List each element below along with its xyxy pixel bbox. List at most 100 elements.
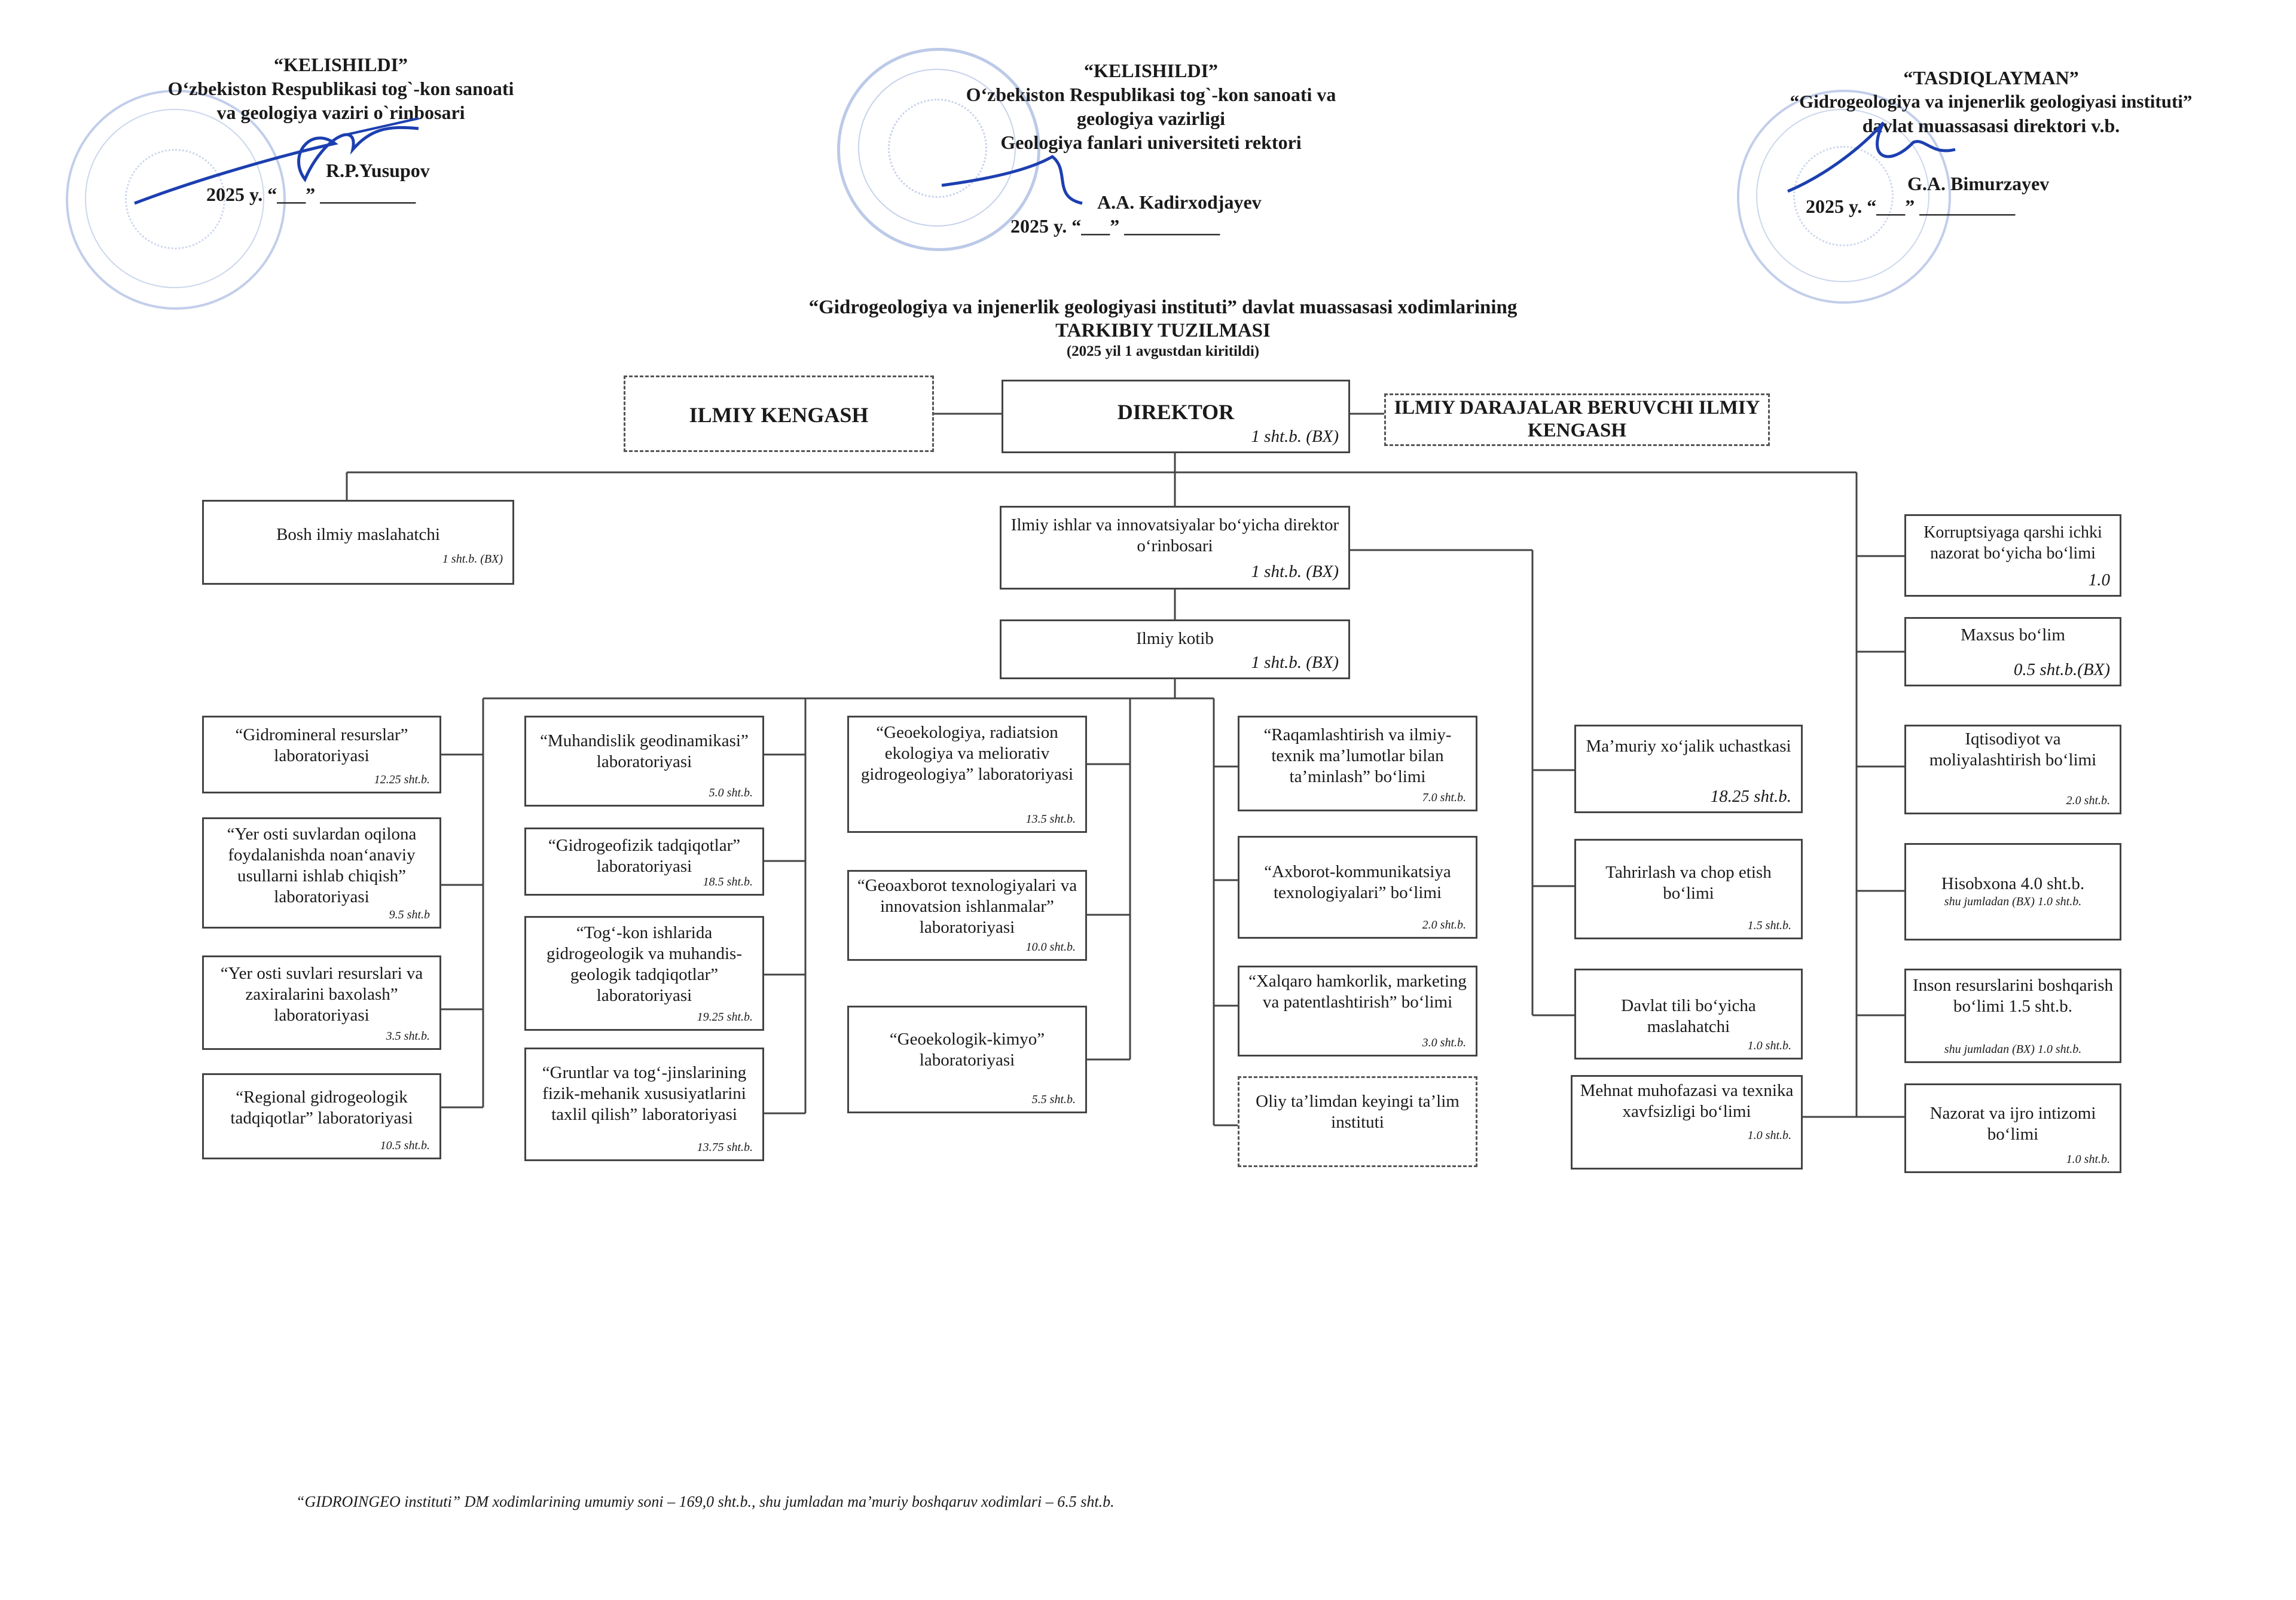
document-title: “Gidrogeologiya va injenerlik geologiyas… xyxy=(568,295,1758,361)
lab-box: “Geoekologik-kimyo” laboratoriyasi 5.5 s… xyxy=(847,1006,1087,1113)
service-unit-box: Nazorat va ijro intizomi bo‘limi 1.0 sht… xyxy=(1904,1083,2121,1173)
admin-unit-label: Tahrirlash va chop etish bo‘limi xyxy=(1605,863,1772,903)
director-label: DIREKTOR xyxy=(1117,400,1235,424)
stamp-seal-3 xyxy=(1737,90,1951,304)
deputy-director-label: Ilmiy ishlar va innovatsiyalar bo‘yicha … xyxy=(1010,515,1339,555)
service-unit-box: Inson resurslarini boshqarish bo‘limi 1.… xyxy=(1904,969,2121,1063)
lab-sht: 18.5 sht.b. xyxy=(703,875,753,888)
footer-note: “GIDROINGEO instituti” DM xodimlarining … xyxy=(296,1493,1115,1510)
admin-unit-label: Mehnat muhofazasi va texnika xavfsizligi… xyxy=(1580,1081,1794,1121)
lab-box: “Geoekologiya, radiatsion ekologiya va m… xyxy=(847,716,1087,833)
service-unit-sht: 1.0 xyxy=(2088,570,2110,590)
approval-heading: “KELISHILDI” xyxy=(1083,60,1219,81)
lab-label: “Geoekologik-kimyo” laboratoriyasi xyxy=(889,1030,1045,1070)
signer-name: G.A. Bimurzayev xyxy=(1907,173,2050,194)
service-unit-sht: 0.5 sht.b.(BX) xyxy=(2013,660,2110,679)
signature-date: 2025 y. “___” __________ xyxy=(1010,215,1220,237)
scientific-secretary-sht: 1 sht.b. (BX) xyxy=(1251,653,1339,672)
department-label: “Raqamlashtirish va ilmiy-texnik ma’lumo… xyxy=(1263,725,1452,786)
admin-unit-sht: 1.0 sht.b. xyxy=(1747,1039,1791,1052)
lab-sht: 5.0 sht.b. xyxy=(709,786,753,799)
approval-line: O‘zbekiston Respublikasi tog`-kon sanoat… xyxy=(167,78,514,99)
approval-line: “Gidrogeologiya va injenerlik geologiyas… xyxy=(1790,91,2193,112)
service-unit-box: Hisobxona 4.0 sht.b. shu jumladan (BX) 1… xyxy=(1904,843,2121,941)
approval-line: geologiya vazirligi xyxy=(1077,108,1225,129)
signature-date: 2025 y. “___” __________ xyxy=(1806,196,2016,217)
approval-block-center: “KELISHILDI” O‘zbekiston Respublikasi to… xyxy=(882,59,1420,154)
service-unit-label: Hisobxona 4.0 sht.b. xyxy=(1941,874,2085,893)
admin-unit-sht: 1.5 sht.b. xyxy=(1747,919,1791,932)
admin-unit-sht: 1.0 sht.b. xyxy=(1747,1129,1791,1142)
service-unit-sht: 2.0 sht.b. xyxy=(2066,794,2110,807)
department-box: “Xalqaro hamkorlik, marketing va patentl… xyxy=(1238,966,1477,1057)
lab-box: “Geoaxborot texnologiyalari va innovatsi… xyxy=(847,870,1087,961)
service-unit-label: Maxsus bo‘lim xyxy=(1961,625,2065,645)
lab-box: “Gidromineral resurslar” laboratoriyasi … xyxy=(202,716,441,793)
lab-sht: 19.25 sht.b. xyxy=(697,1010,753,1024)
admin-unit-box: Mehnat muhofazasi va texnika xavfsizligi… xyxy=(1571,1075,1803,1170)
lab-sht: 12.25 sht.b. xyxy=(374,773,430,786)
department-sht: 3.0 sht.b. xyxy=(1422,1036,1466,1049)
lab-sht: 3.5 sht.b. xyxy=(386,1030,430,1043)
department-label: “Axborot-kommunikatsiya texnologiyalari”… xyxy=(1264,862,1451,902)
title-line-3: (2025 yil 1 avgustdan kiritildi) xyxy=(1066,343,1260,359)
approval-line: O‘zbekiston Respublikasi tog`-kon sanoat… xyxy=(966,84,1336,105)
lab-label: “Tog‘-kon ishlarida gidrogeologik va muh… xyxy=(546,923,742,1005)
service-unit-box: Maxsus bo‘lim 0.5 sht.b.(BX) xyxy=(1904,617,2121,686)
lab-sht: 13.5 sht.b. xyxy=(1025,813,1076,826)
lab-box: “Muhandislik geodinamikasi” laboratoriya… xyxy=(524,716,764,807)
admin-unit-box: Davlat tili bo‘yicha maslahatchi 1.0 sht… xyxy=(1574,969,1803,1059)
lab-sht: 13.75 sht.b. xyxy=(697,1141,753,1154)
lab-label: “Yer osti suvlari resurslari va zaxirala… xyxy=(220,964,423,1025)
department-label: Oliy ta’limdan keyingi ta’lim instituti xyxy=(1256,1092,1460,1132)
degree-council-box: ILMIY DARAJALAR BERUVCHI ILMIY KENGASH xyxy=(1384,393,1770,446)
lab-sht: 10.5 sht.b. xyxy=(380,1139,430,1152)
department-box: “Axborot-kommunikatsiya texnologiyalari”… xyxy=(1238,836,1477,939)
service-unit-sht: shu jumladan (BX) 1.0 sht.b. xyxy=(1944,1043,2082,1056)
lab-sht: 10.0 sht.b. xyxy=(1025,941,1076,954)
lab-sht: 5.5 sht.b. xyxy=(1031,1093,1076,1106)
approval-block-right: “TASDIQLAYMAN” “Gidrogeologiya va injene… xyxy=(1662,66,2296,138)
director-sht: 1 sht.b. (BX) xyxy=(1251,427,1339,446)
department-sht: 7.0 sht.b. xyxy=(1422,791,1466,804)
stamp-seal-1 xyxy=(66,90,286,310)
deputy-director-box: Ilmiy ishlar va innovatsiyalar bo‘yicha … xyxy=(1000,506,1350,590)
department-box: “Raqamlashtirish va ilmiy-texnik ma’lumo… xyxy=(1238,716,1477,811)
lab-label: “Gruntlar va tog‘-jinslarining fizik-meh… xyxy=(542,1063,747,1124)
title-line-1: “Gidrogeologiya va injenerlik geologiyas… xyxy=(808,297,1518,318)
lab-label: “Gidrogeofizik tadqiqotlar” laboratoriya… xyxy=(548,836,741,876)
approval-heading: “KELISHILDI” xyxy=(273,54,408,75)
service-unit-label: Inson resurslarini boshqarish bo‘limi 1.… xyxy=(1912,976,2114,1016)
service-unit-box: Korruptsiyaga qarshi ichki nazorat bo‘yi… xyxy=(1904,514,2121,597)
chief-advisor-box: Bosh ilmiy maslahatchi 1 sht.b. (BX) xyxy=(202,500,514,585)
service-unit-label: Nazorat va ijro intizomi bo‘limi xyxy=(1929,1104,2096,1144)
deputy-director-sht: 1 sht.b. (BX) xyxy=(1251,562,1339,581)
admin-unit-label: Davlat tili bo‘yicha maslahatchi xyxy=(1621,996,1756,1036)
lab-box: “Regional gidrogeologik tadqiqotlar” lab… xyxy=(202,1073,441,1159)
admin-unit-box: Tahrirlash va chop etish bo‘limi 1.5 sht… xyxy=(1574,839,1803,939)
approval-line: Geologiya fanlari universiteti rektori xyxy=(1000,132,1302,153)
chief-advisor-sht: 1 sht.b. (BX) xyxy=(442,552,503,566)
lab-box: “Tog‘-kon ishlarida gidrogeologik va muh… xyxy=(524,916,764,1031)
signer-name: R.P.Yusupov xyxy=(326,160,430,181)
service-unit-sht: shu jumladan (BX) 1.0 sht.b. xyxy=(1944,895,2082,908)
lab-box: “Gruntlar va tog‘-jinslarining fizik-meh… xyxy=(524,1048,764,1161)
degree-council-label: ILMIY DARAJALAR BERUVCHI ILMIY KENGASH xyxy=(1394,397,1760,441)
admin-unit-box: Ma’muriy xo‘jalik uchastkasi 18.25 sht.b… xyxy=(1574,725,1803,813)
service-unit-box: Iqtisodiyot va moliyalashtirish bo‘limi … xyxy=(1904,725,2121,814)
lab-label: “Gidromineral resurslar” laboratoriyasi xyxy=(235,725,408,765)
lab-label: “Geoaxborot texnologiyalari va innovatsi… xyxy=(857,876,1077,937)
department-sht: 2.0 sht.b. xyxy=(1422,918,1466,932)
scientific-secretary-box: Ilmiy kotib 1 sht.b. (BX) xyxy=(1000,619,1350,679)
lab-label: “Geoekologiya, radiatsion ekologiya va m… xyxy=(860,723,1074,784)
lab-box: “Gidrogeofizik tadqiqotlar” laboratoriya… xyxy=(524,828,764,896)
department-box-dashed: Oliy ta’limdan keyingi ta’lim instituti xyxy=(1238,1076,1477,1167)
approval-line: va geologiya vaziri o`rinbosari xyxy=(216,102,465,123)
department-label: “Xalqaro hamkorlik, marketing va patentl… xyxy=(1248,972,1467,1012)
approval-line: davlat muassasasi direktori v.b. xyxy=(1862,115,2120,136)
director-box: DIREKTOR 1 sht.b. (BX) xyxy=(1002,380,1350,453)
lab-sht: 9.5 sht.b xyxy=(389,908,430,921)
lab-label: “Yer osti suvlardan oqilona foydalanishd… xyxy=(227,825,417,906)
service-unit-label: Korruptsiyaga qarshi ichki nazorat bo‘yi… xyxy=(1923,523,2102,563)
chief-advisor-label: Bosh ilmiy maslahatchi xyxy=(276,525,440,544)
